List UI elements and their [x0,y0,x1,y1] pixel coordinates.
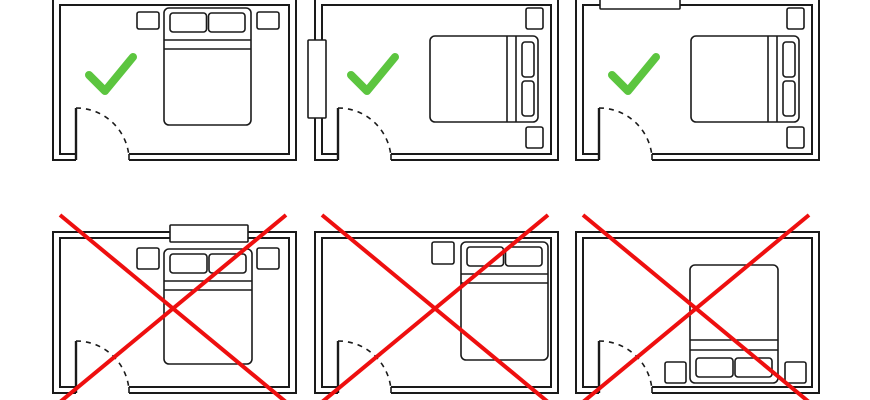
nightstand [256,247,280,270]
pillow [695,357,734,378]
bed [163,248,253,365]
pillow [521,41,535,78]
cross-icon [581,213,811,400]
door-swing-arc [337,107,392,158]
room-3 [575,0,820,161]
pillow [521,80,535,117]
nightstand [664,361,687,384]
pillow [782,41,796,78]
room-1 [52,0,297,161]
nightstand [525,7,544,30]
bed-frame [163,248,253,365]
bed-frame [690,35,800,123]
checkmark-icon [608,53,660,95]
inner-wall [582,237,813,388]
room-5 [314,213,559,400]
inner-wall [59,4,290,155]
pillow [504,246,543,267]
window [599,0,681,10]
bed [163,7,252,126]
bed [690,35,800,123]
cross-icon [58,213,288,400]
pillow [207,12,246,33]
bed-frame [429,35,539,123]
nightstand [431,241,455,265]
room-2 [307,0,559,161]
door-swing-arc [598,107,653,158]
inner-wall [582,4,813,155]
room-6 [575,213,820,400]
nightstand [256,11,280,30]
pillow [169,253,208,274]
nightstand [525,126,544,149]
cross-stroke [321,213,550,400]
outer-wall [52,0,297,161]
outer-wall [314,231,559,394]
bed-frame [163,7,252,126]
cross-stroke [582,213,811,400]
nightstand [786,126,805,149]
inner-wall [321,4,552,155]
nightstand [136,11,160,30]
window [307,39,327,119]
cross-stroke [59,213,288,400]
window [169,224,249,243]
bed [429,35,539,123]
outer-wall [575,231,820,394]
inner-wall [321,237,552,388]
nightstand [136,247,160,270]
outer-wall [575,0,820,161]
outer-wall [314,0,559,161]
pillow [169,12,208,33]
room-4 [52,213,297,400]
checkmark-icon [85,53,137,95]
cross-icon [320,213,550,400]
checkmark-icon [347,53,399,95]
pillow [782,80,796,117]
nightstand [786,7,805,30]
door-swing-arc [75,107,130,158]
nightstand [784,361,807,384]
